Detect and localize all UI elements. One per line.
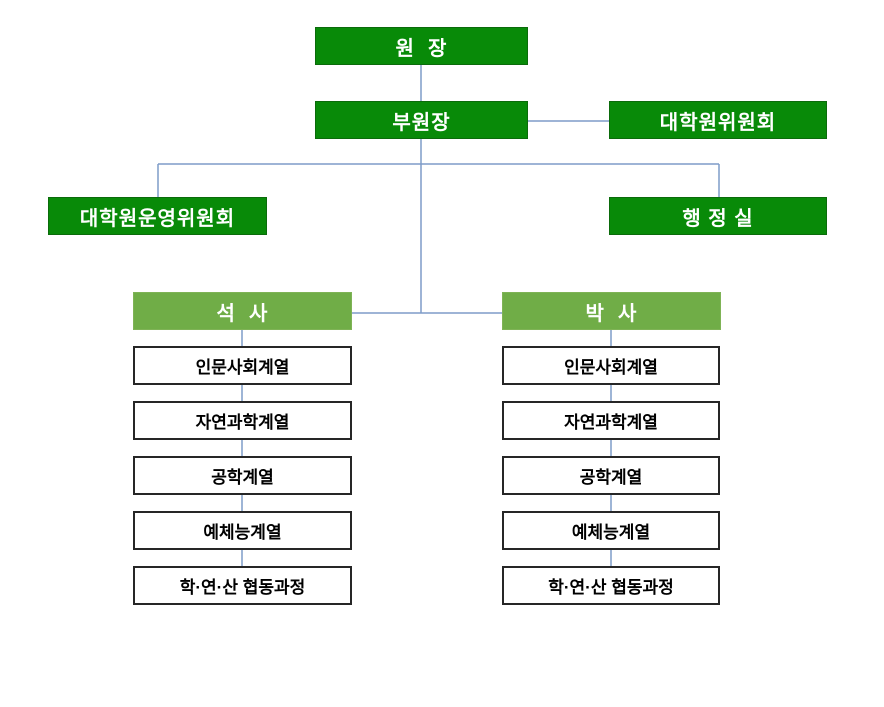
track-box: 학·연·산 협동과정: [133, 566, 352, 605]
track-box: 자연과학계열: [133, 401, 352, 440]
node-vice-director: 부원장: [315, 101, 528, 139]
track-box: 공학계열: [133, 456, 352, 495]
track-box: 인문사회계열: [502, 346, 720, 385]
node-admin-office: 행 정 실: [609, 197, 827, 235]
node-director: 원 장: [315, 27, 528, 65]
node-graduate-operating-committee: 대학원운영위원회: [48, 197, 267, 235]
track-box: 예체능계열: [133, 511, 352, 550]
track-box: 인문사회계열: [133, 346, 352, 385]
track-box: 학·연·산 협동과정: [502, 566, 720, 605]
track-box: 자연과학계열: [502, 401, 720, 440]
node-graduate-committee: 대학원위원회: [609, 101, 827, 139]
track-box: 예체능계열: [502, 511, 720, 550]
node-masters: 석 사: [133, 292, 352, 330]
track-box: 공학계열: [502, 456, 720, 495]
node-doctoral: 박 사: [502, 292, 721, 330]
